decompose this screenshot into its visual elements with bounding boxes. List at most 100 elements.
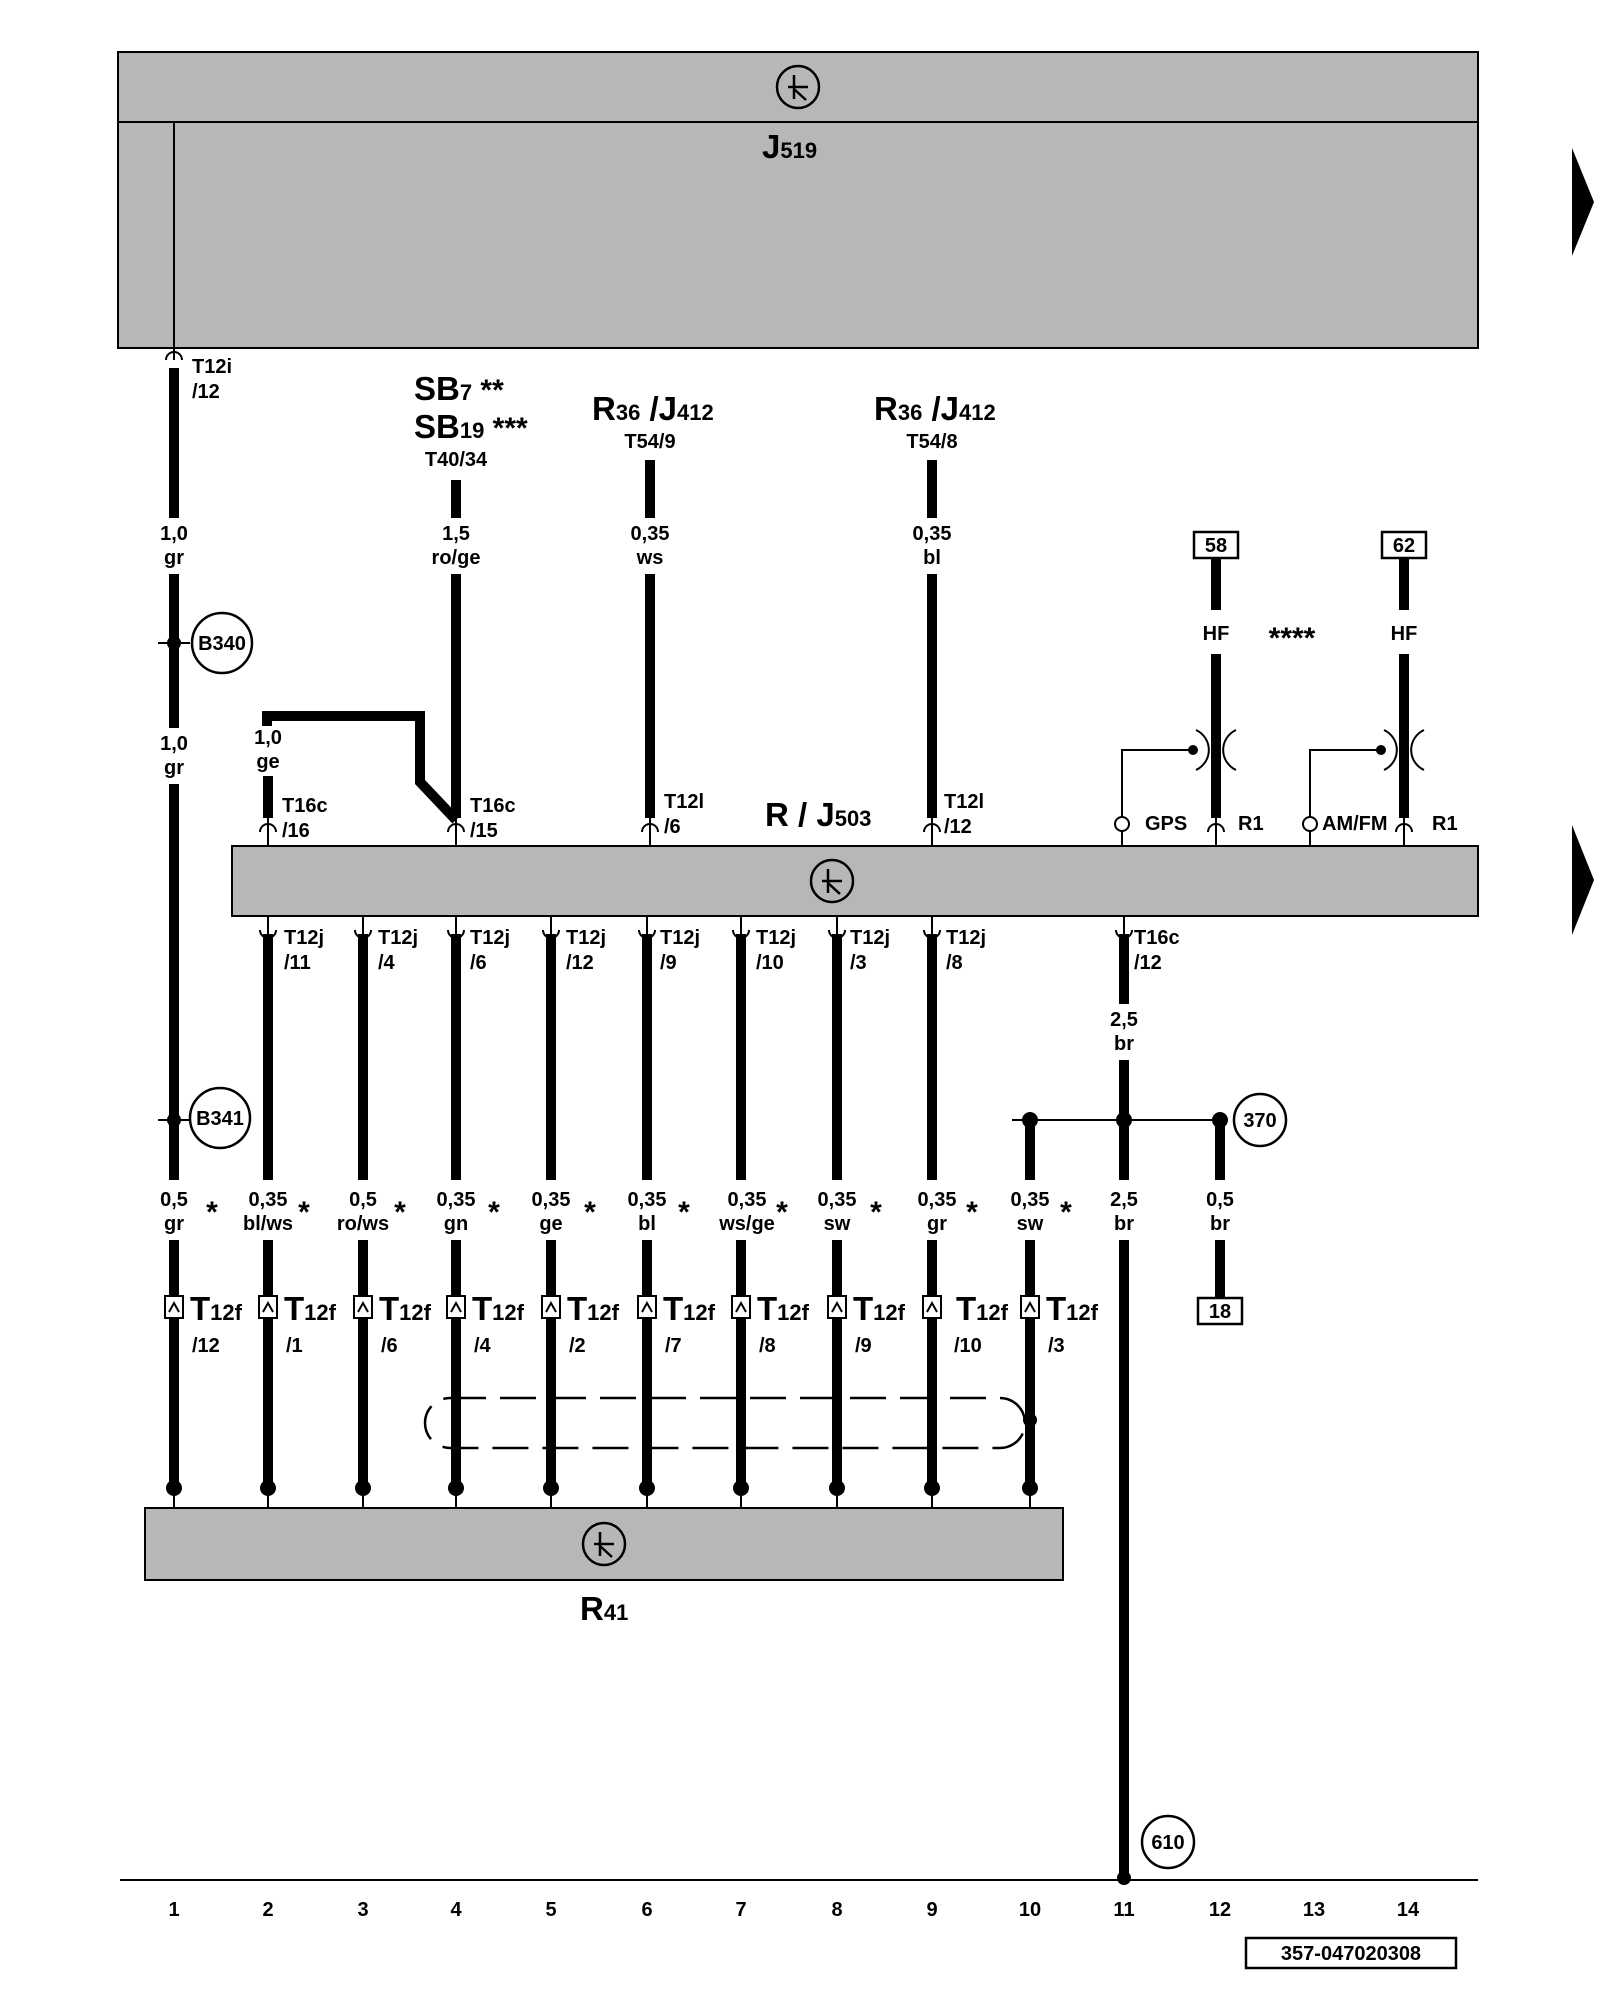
svg-text:ws/ge: ws/ge bbox=[718, 1213, 775, 1235]
j519-control-unit: J519 bbox=[117, 51, 1479, 349]
svg-text:sw: sw bbox=[1017, 1213, 1044, 1235]
cable-shield bbox=[423, 1396, 1037, 1450]
svg-text:357-047020308: 357-047020308 bbox=[1281, 1943, 1421, 1965]
svg-text:/10: /10 bbox=[954, 1335, 982, 1357]
terminal-58: 58 bbox=[1192, 530, 1240, 560]
svg-text:br: br bbox=[1210, 1213, 1230, 1235]
rj503-bottom-pins: T12j /11 T12j /4 T12j /6 T12j /12 T12j /… bbox=[284, 927, 1180, 974]
svg-text:bl/ws: bl/ws bbox=[243, 1213, 293, 1235]
svg-text:bl: bl bbox=[638, 1213, 656, 1235]
svg-text:0,35: 0,35 bbox=[628, 1189, 667, 1211]
sb19-label: SB19 *** bbox=[414, 408, 528, 445]
pin-number: /10 bbox=[756, 952, 784, 974]
svg-text:0,5: 0,5 bbox=[349, 1189, 377, 1211]
pin-label: T12j bbox=[566, 927, 606, 949]
svg-text:0,35: 0,35 bbox=[1011, 1189, 1050, 1211]
r41-label: R41 bbox=[580, 1590, 628, 1627]
pin-label: T16c bbox=[470, 795, 516, 817]
t12f-pin-7: T12f /8 bbox=[731, 1290, 810, 1357]
t12f-pin-9: T12f /10 bbox=[922, 1290, 1009, 1357]
wire-size: 1,0 bbox=[160, 733, 188, 755]
r41-ground-symbol-icon bbox=[581, 1521, 627, 1567]
t12f-pin-6: T12f /7 bbox=[637, 1290, 716, 1357]
r36-j412-label: R36 /J412 bbox=[874, 390, 996, 427]
wire-size: 1,0 bbox=[160, 523, 188, 545]
svg-text:*: * bbox=[1060, 1196, 1072, 1229]
svg-text:*: * bbox=[776, 1196, 788, 1229]
j519-label: J519 bbox=[762, 128, 817, 165]
svg-text:T12f: T12f bbox=[284, 1290, 337, 1327]
pin-number: /15 bbox=[470, 820, 498, 842]
document-number: 357-047020308 bbox=[1244, 1936, 1458, 1970]
pin-label: T12l bbox=[944, 791, 984, 813]
rj503-body bbox=[231, 845, 1479, 917]
pin-number: /12 bbox=[566, 952, 594, 974]
svg-text:*: * bbox=[394, 1196, 406, 1229]
svg-text:0,5: 0,5 bbox=[160, 1189, 188, 1211]
pin-number: /6 bbox=[664, 816, 681, 838]
pin-label: T16c bbox=[1134, 927, 1180, 949]
track-9-upper-wire: 0,35 bl bbox=[913, 460, 951, 818]
t12f-pin-4: T12f /4 bbox=[446, 1290, 525, 1357]
r41-pin-dots bbox=[166, 1480, 1038, 1508]
amfm-label: AM/FM bbox=[1322, 813, 1388, 835]
t12f-pin-2: T12f /1 bbox=[258, 1290, 337, 1357]
note-stars: **** bbox=[1269, 622, 1316, 655]
svg-text:sw: sw bbox=[824, 1213, 851, 1235]
svg-text:12: 12 bbox=[1209, 1899, 1231, 1921]
svg-text:/12: /12 bbox=[192, 1335, 220, 1357]
pin-number: /3 bbox=[850, 952, 867, 974]
wire-size: 0,35 bbox=[631, 523, 670, 545]
wire-color: br bbox=[1114, 1033, 1134, 1055]
svg-text:4: 4 bbox=[450, 1899, 462, 1921]
pin-number: /12 bbox=[1134, 952, 1162, 974]
svg-text:3: 3 bbox=[357, 1899, 368, 1921]
wire-color: ro/ge bbox=[432, 547, 481, 569]
svg-text:br: br bbox=[1114, 1213, 1134, 1235]
wire-color: ge bbox=[256, 751, 279, 773]
source-sb7-sb19: SB7 ** SB19 *** T40/34 bbox=[414, 370, 528, 471]
svg-text:0,35: 0,35 bbox=[532, 1189, 571, 1211]
svg-text:8: 8 bbox=[831, 1899, 842, 1921]
svg-text:*: * bbox=[298, 1196, 310, 1229]
pin-label: T12j bbox=[946, 927, 986, 949]
source-r36-j412-a: R36 /J412 T54/9 bbox=[592, 390, 714, 453]
svg-text:B341: B341 bbox=[196, 1108, 244, 1130]
svg-text:13: 13 bbox=[1303, 1899, 1325, 1921]
r36-j412-label: R36 /J412 bbox=[592, 390, 714, 427]
svg-text:/3: /3 bbox=[1048, 1335, 1065, 1357]
gps-label: GPS bbox=[1145, 813, 1187, 835]
svg-text:T12f: T12f bbox=[1046, 1290, 1099, 1327]
t12f-pin-3: T12f /6 bbox=[353, 1290, 432, 1357]
svg-text:ge: ge bbox=[539, 1213, 562, 1235]
svg-text:9: 9 bbox=[926, 1899, 937, 1921]
ground-610: 610 bbox=[1117, 1814, 1196, 1885]
lower-wire-labels: 0,5 gr * 0,35 bl/ws * 0,5 ro/ws * 0,35 g… bbox=[160, 1189, 1234, 1235]
svg-text:*: * bbox=[966, 1196, 978, 1229]
pin-label: T12j bbox=[850, 927, 890, 949]
svg-text:T12f: T12f bbox=[190, 1290, 243, 1327]
svg-text:*: * bbox=[488, 1196, 500, 1229]
svg-text:gn: gn bbox=[444, 1213, 468, 1235]
pin-label: T12l bbox=[664, 791, 704, 813]
svg-text:gr: gr bbox=[164, 1213, 184, 1235]
t12f-connectors: T12f /12 T12f /1 T12f /6 T12f /4 T12f /2 bbox=[164, 1290, 1099, 1357]
lower-wire-continuation: 18 bbox=[169, 1240, 1244, 1878]
svg-text:/2: /2 bbox=[569, 1335, 586, 1357]
r1-label: R1 bbox=[1432, 813, 1458, 835]
track-6-upper-wire: 0,35 ws bbox=[631, 460, 670, 818]
rj503-top-pins: T16c /16 T16c /15 T12l /6 T12l /12 bbox=[259, 791, 1413, 846]
svg-text:0,35: 0,35 bbox=[249, 1189, 288, 1211]
terminal-62: 62 bbox=[1380, 530, 1428, 560]
svg-text:/1: /1 bbox=[286, 1335, 303, 1357]
svg-text:/4: /4 bbox=[474, 1335, 492, 1357]
svg-text:62: 62 bbox=[1393, 535, 1415, 557]
next-page-arrow-icon-2[interactable] bbox=[1572, 825, 1594, 935]
svg-text:0,35: 0,35 bbox=[918, 1189, 957, 1211]
svg-text:T12f: T12f bbox=[379, 1290, 432, 1327]
svg-text:11: 11 bbox=[1113, 1899, 1134, 1921]
terminal-18: 18 bbox=[1196, 1296, 1244, 1326]
track-11-power-wire: 2,5 br 370 bbox=[1012, 934, 1288, 1180]
next-page-arrow-icon[interactable] bbox=[1572, 148, 1594, 256]
svg-text:0,35: 0,35 bbox=[728, 1189, 767, 1211]
